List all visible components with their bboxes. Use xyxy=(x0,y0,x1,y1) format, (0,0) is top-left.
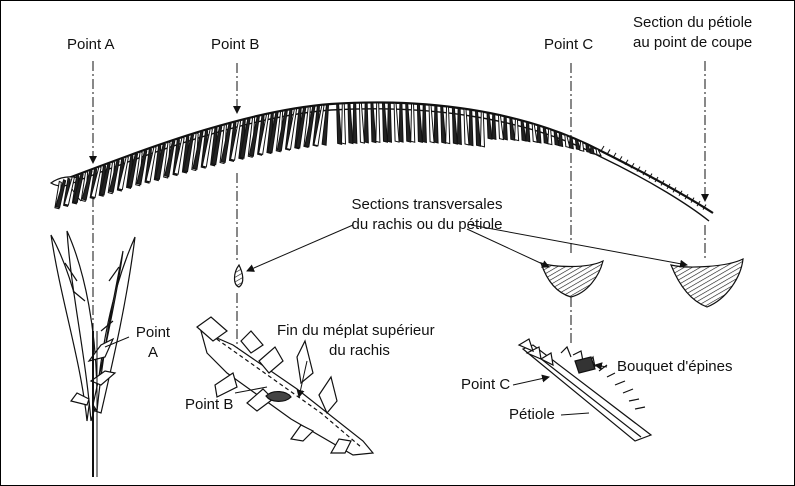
leaflet xyxy=(429,105,434,143)
leaflet xyxy=(515,119,519,141)
label-cross-sections-1: Sections transversales xyxy=(337,195,517,215)
leaflet xyxy=(480,111,484,146)
leaflet xyxy=(498,115,503,140)
leaflet xyxy=(364,103,368,143)
label-detail-point-b: Point B xyxy=(185,395,233,415)
label-point-a: Point A xyxy=(67,35,115,55)
cross-section-c xyxy=(541,261,603,297)
leaflet xyxy=(376,102,380,142)
leaflet xyxy=(487,113,492,140)
leaflet xyxy=(559,133,563,147)
cross-section-b xyxy=(235,265,243,287)
leaflet xyxy=(341,103,345,144)
leaflet xyxy=(406,103,411,142)
leaflet xyxy=(469,110,473,146)
leaflet xyxy=(399,103,403,142)
label-point-c: Point C xyxy=(544,35,593,55)
leaflet xyxy=(441,106,446,144)
leaflet xyxy=(422,104,426,142)
leaflet xyxy=(452,107,457,144)
label-flat-top-2: du rachis xyxy=(329,341,390,361)
detail-a-leaflets xyxy=(51,231,135,477)
leaflet xyxy=(446,106,450,143)
leaflet xyxy=(537,125,541,143)
label-detail-point-a-2: A xyxy=(131,343,175,363)
label-detail-point-c: Point C xyxy=(461,375,510,395)
label-section-cut-2: au point de coupe xyxy=(633,33,752,53)
label-cross-sections-2: du rachis ou du pétiole xyxy=(337,215,517,235)
label-detail-point-a-1: Point xyxy=(131,323,175,343)
leaflet xyxy=(510,117,515,140)
leaflet xyxy=(532,123,537,142)
leaflet xyxy=(434,105,438,143)
leaflet xyxy=(526,122,530,142)
cross-section-cut xyxy=(671,259,743,307)
petiole-spine xyxy=(601,146,604,151)
leaflet xyxy=(492,114,496,140)
label-petiole: Pétiole xyxy=(509,405,555,425)
leaflet xyxy=(411,103,415,142)
leaflet xyxy=(548,129,552,145)
leader-point-c xyxy=(513,377,549,385)
leaflet xyxy=(476,110,481,146)
detail-c-petiole xyxy=(519,339,651,441)
label-section-cut-1: Section du pétiole xyxy=(633,13,752,33)
label-flat-top-1: Fin du méplat supérieur xyxy=(277,321,435,341)
label-point-b: Point B xyxy=(211,35,259,55)
leaflet xyxy=(387,103,391,143)
leaflet xyxy=(521,120,526,141)
leaflet xyxy=(503,116,507,140)
leaflet xyxy=(417,104,422,143)
leaflet xyxy=(353,103,357,143)
leader-petiole xyxy=(561,413,589,415)
leaflet xyxy=(457,108,461,145)
leaflet xyxy=(464,109,469,145)
label-spine-cluster: Bouquet d'épines xyxy=(617,357,732,377)
